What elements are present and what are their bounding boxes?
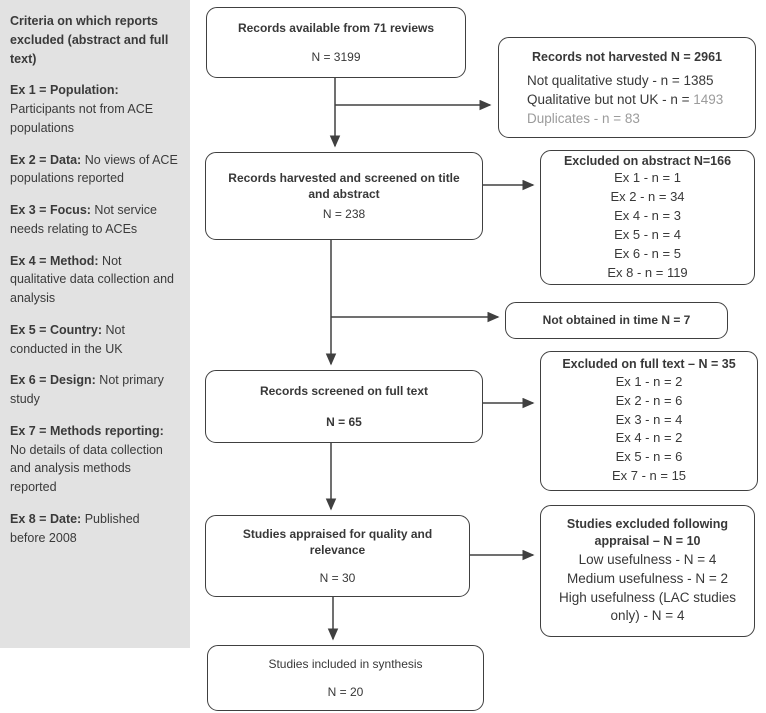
box-title: Excluded on abstract N=166: [563, 153, 732, 168]
criteria-label: Ex 2 = Data:: [10, 152, 82, 167]
criteria-text: Not primary study: [10, 373, 164, 406]
box-records-available: Records available from 71 reviews N = 31…: [206, 7, 466, 78]
criteria-label: Ex 1 = Population:: [10, 83, 119, 98]
criteria-text: Not conducted in the UK: [10, 322, 125, 356]
box-count: N = 65: [326, 414, 362, 429]
criteria-label: Ex 8 = Date:: [10, 511, 82, 526]
box-not-obtained: Not obtained in time N = 7: [505, 302, 728, 339]
excluded-item: Ex 4 - n = 3: [614, 208, 681, 224]
excluded-item: Ex 3 - n = 4: [615, 411, 683, 427]
excluded-item: High usefulness (LAC studies only) - N =…: [558, 589, 737, 624]
criteria-label: Ex 6 = Design:: [10, 373, 96, 388]
excluded-item: Medium usefulness - N = 2: [567, 570, 728, 586]
excluded-item: Ex 1 - n = 1: [614, 170, 681, 186]
criteria-item-2: Ex 2 = Data: No views of ACE populations…: [10, 151, 178, 189]
box-appraised: Studies appraised for quality and releva…: [205, 515, 470, 597]
excluded-item: Low usefulness - N = 4: [578, 551, 717, 567]
criteria-label: Ex 3 = Focus:: [10, 203, 91, 217]
criteria-text: Participants not from ACE populations: [10, 102, 154, 135]
excluded-item: Ex 2 - n = 6: [615, 392, 683, 408]
criteria-item-1: Ex 1 = Population: Participants not from…: [10, 81, 178, 137]
not-harvested-line-3: Duplicates - n = 83: [527, 111, 640, 127]
box-count: N = 20: [327, 685, 364, 699]
box-title: Studies excluded following appraisal – N…: [566, 516, 729, 549]
criteria-text: No details of data collection and analys…: [10, 442, 163, 495]
not-harvested-line-1: Not qualitative study - n = 1385: [527, 72, 714, 88]
criteria-item-6: Ex 6 = Design: Not primary study: [10, 371, 178, 409]
criteria-text: Not qualitative data collection and anal…: [10, 253, 175, 306]
box-title: Records available from 71 reviews: [237, 21, 435, 36]
box-title: Records not harvested N = 2961: [531, 50, 722, 64]
excluded-item: Ex 2 - n = 34: [610, 189, 685, 205]
box-not-harvested: Records not harvested N = 2961 Not quali…: [498, 37, 756, 138]
box-records-harvested: Records harvested and screened on title …: [205, 152, 483, 240]
excluded-full-text-items: Ex 1 - n = 2 Ex 2 - n = 6 Ex 3 - n = 4 E…: [612, 373, 686, 486]
criteria-label: Ex 5 = Country:: [10, 322, 103, 337]
box-title: Studies appraised for quality and releva…: [242, 526, 433, 557]
excluded-appraisal-items: Low usefulness - N = 4 Medium usefulness…: [551, 551, 744, 627]
not-harvested-line-2: Qualitative but not UK - n = 1493: [527, 92, 724, 108]
box-screened-full-text: Records screened on full text N = 65: [205, 370, 483, 443]
excluded-item: Ex 5 - n = 4: [614, 226, 681, 242]
box-included: Studies included in synthesis N = 20: [207, 645, 484, 711]
criteria-label: Ex 7 = Methods reporting:: [10, 423, 164, 438]
box-excluded-appraisal: Studies excluded following appraisal – N…: [540, 505, 755, 637]
box-title: Studies included in synthesis: [268, 656, 423, 671]
excluded-item: Ex 7 - n = 15: [611, 468, 687, 484]
box-title: Records screened on full text: [259, 384, 429, 399]
criteria-title: Criteria on which reports excluded (abst…: [10, 14, 169, 66]
criteria-text: No views of ACE populations reported: [10, 152, 178, 186]
excluded-item: Ex 6 - n = 5: [614, 245, 681, 261]
box-excluded-abstract: Excluded on abstract N=166 Ex 1 - n = 1 …: [540, 150, 755, 285]
criteria-text: Published before 2008: [10, 511, 140, 545]
criteria-text: Not service needs relating to ACEs: [10, 203, 157, 236]
excluded-item: Ex 5 - n = 6: [615, 449, 683, 465]
exclusion-criteria-panel: Criteria on which reports excluded (abst…: [0, 0, 190, 648]
box-title: Excluded on full text – N = 35: [562, 357, 736, 372]
excluded-item: Ex 1 - n = 2: [615, 373, 683, 389]
criteria-item-4: Ex 4 = Method: Not qualitative data coll…: [10, 252, 178, 308]
excluded-item: Ex 4 - n = 2: [615, 430, 683, 446]
excluded-abstract-items: Ex 1 - n = 1 Ex 2 - n = 34 Ex 4 - n = 3 …: [607, 169, 687, 282]
excluded-item: Ex 8 - n = 119: [607, 264, 688, 280]
criteria-item-3: Ex 3 = Focus: Not service needs relating…: [10, 201, 178, 239]
criteria-label: Ex 4 = Method:: [10, 253, 99, 268]
box-excluded-full-text: Excluded on full text – N = 35 Ex 1 - n …: [540, 351, 758, 491]
box-count: N = 30: [319, 571, 356, 586]
criteria-item-5: Ex 5 = Country: Not conducted in the UK: [10, 321, 178, 359]
not-harvested-breakdown: Not qualitative study - n = 1385 Qualita…: [509, 71, 745, 128]
criteria-item-8: Ex 8 = Date: Published before 2008: [10, 510, 178, 548]
box-count: N = 3199: [311, 49, 361, 64]
box-title: Not obtained in time N = 7: [542, 313, 691, 328]
box-title: Records harvested and screened on title …: [228, 171, 460, 202]
box-count: N = 238: [322, 206, 366, 221]
criteria-item-7: Ex 7 = Methods reporting: No details of …: [10, 422, 178, 497]
